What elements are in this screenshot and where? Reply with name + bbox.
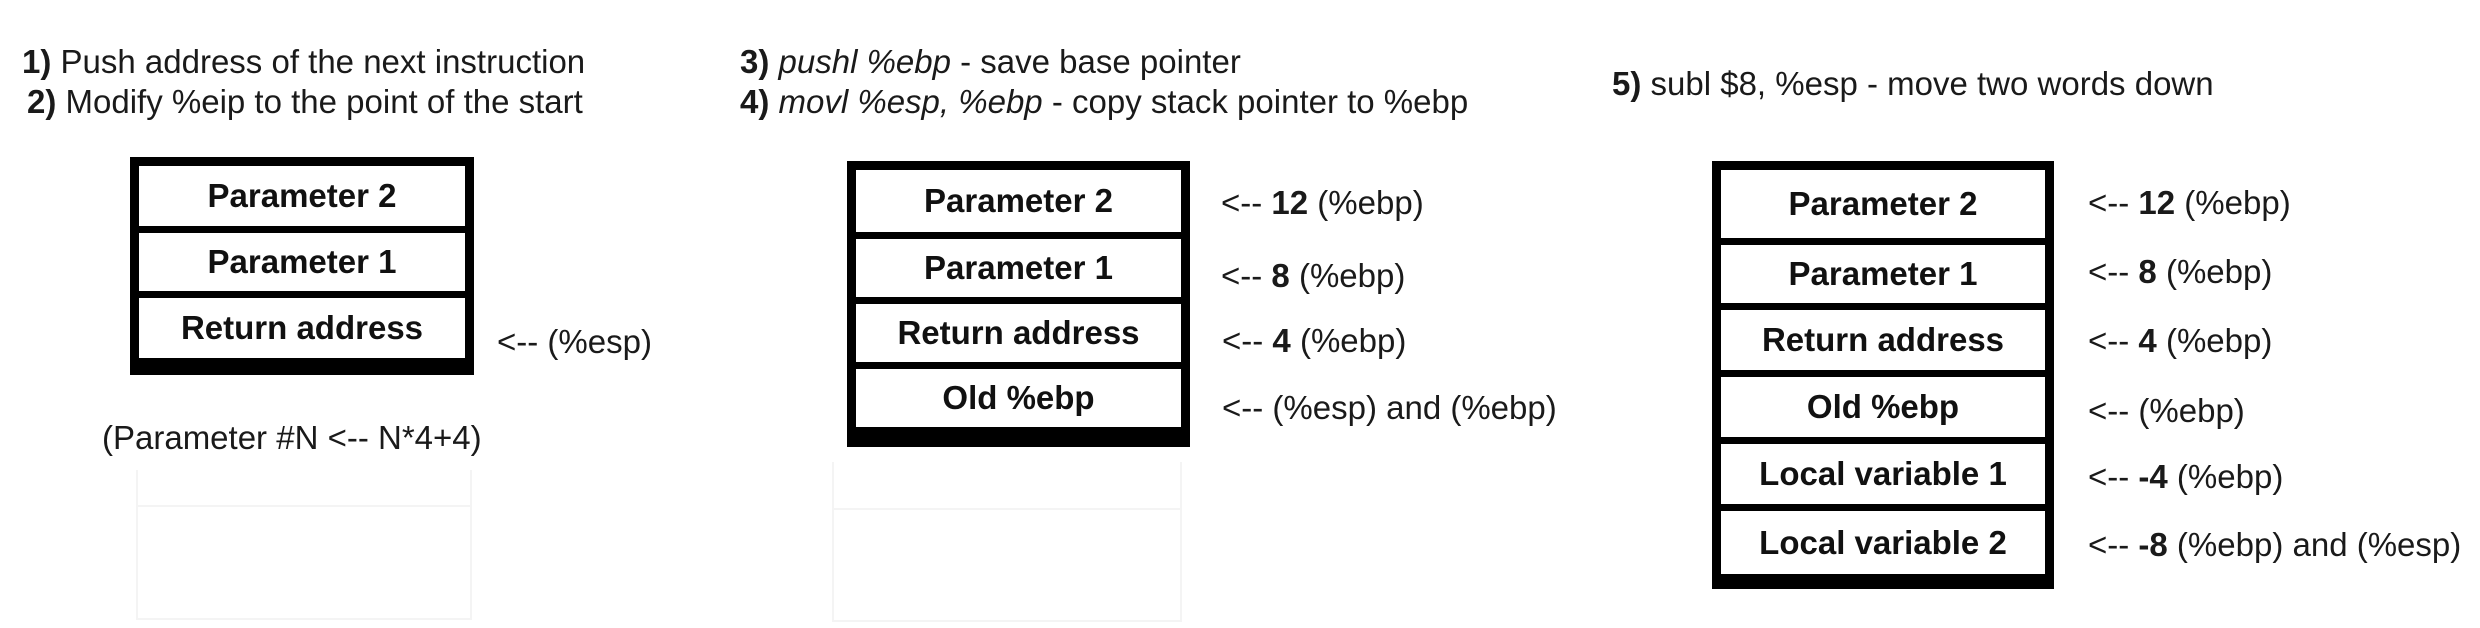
faded-stack-outline-2 <box>832 462 1182 622</box>
step-1: 1) Push address of the next instruction <box>22 42 585 82</box>
stack-cell-old-ebp: Old %ebp <box>856 369 1181 427</box>
pointer-suffix: (%ebp) <box>2167 458 2284 495</box>
pointer-suffix: (%ebp) <box>2156 322 2273 359</box>
step-3-number: 3) <box>740 43 770 80</box>
step-3-text: - save base pointer <box>950 43 1241 80</box>
pointer-row-4: <-- (%ebp) <box>2088 391 2245 431</box>
step-3-command: pushl %ebp <box>778 43 951 80</box>
step-5-number: 5) <box>1612 65 1642 102</box>
pointer-prefix: <-- <box>1221 184 1272 221</box>
step-5-text: subl $8, %esp - move two words down <box>1641 65 2214 102</box>
pointer-row-5: <-- -4 (%ebp) <box>2088 457 2283 497</box>
pointer-offset: -8 <box>2138 526 2168 563</box>
faded-stack-outline-1 <box>136 470 472 620</box>
pointer-offset: 4 <box>2138 322 2157 359</box>
pointer-suffix: (%ebp) <box>1290 322 1407 359</box>
faded-stack-divider-1 <box>136 505 472 507</box>
pointer-prefix: <-- (%ebp) <box>2088 392 2245 429</box>
step-4-command: movl %esp, %ebp <box>778 83 1043 120</box>
pointer-prefix: <-- <box>2088 458 2139 495</box>
pointer-row-3: <-- 4 (%ebp) <box>2088 321 2272 361</box>
pointer-suffix: (%ebp) <box>1289 257 1406 294</box>
stack-cell-old-ebp: Old %ebp <box>1721 377 2045 437</box>
step-5: 5) subl $8, %esp - move two words down <box>1612 64 2214 104</box>
pointer-prefix: <-- <box>1221 257 1272 294</box>
pointer-row-3: <-- 4 (%ebp) <box>1222 321 1406 361</box>
pointer-offset: 12 <box>1271 184 1309 221</box>
step-2: 2) Modify %eip to the point of the start <box>27 82 583 122</box>
pointer-suffix: (%ebp) and (%esp) <box>2167 526 2462 563</box>
pointer-row-1: <-- 12 (%ebp) <box>1221 183 1424 223</box>
pointer-row-4: <-- (%esp) and (%ebp) <box>1222 388 1557 428</box>
step-4-number: 4) <box>740 83 770 120</box>
pointer-suffix: (%ebp) <box>2156 253 2273 290</box>
pointer-offset: 4 <box>1272 322 1291 359</box>
pointer-suffix: (%ebp) <box>1308 184 1424 221</box>
pointer-offset: -4 <box>2138 458 2168 495</box>
stack-cell-return-address: Return address <box>139 298 465 358</box>
pointer-row-2: <-- 8 (%ebp) <box>1221 256 1405 296</box>
pointer-prefix: <-- <box>2088 253 2139 290</box>
pointer-row-2: <-- 8 (%ebp) <box>2088 252 2272 292</box>
pointer-offset: 8 <box>2138 253 2157 290</box>
stack-panel-2: Parameter 2 Parameter 1 Return address O… <box>847 161 1190 447</box>
stack-cell-local-variable-2: Local variable 2 <box>1721 511 2045 574</box>
stack-cell-parameter-1: Parameter 1 <box>139 233 465 291</box>
step-3: 3) pushl %ebp - save base pointer <box>740 42 1241 82</box>
pointer-esp: <-- (%esp) <box>497 323 652 360</box>
pointer-prefix: <-- <box>2088 322 2139 359</box>
pointer-suffix: (%ebp) <box>2175 184 2291 221</box>
step-4-text: - copy stack pointer to %ebp <box>1042 83 1469 120</box>
stack-cell-parameter-2: Parameter 2 <box>856 170 1181 232</box>
pointer-prefix: <-- <box>2088 526 2139 563</box>
stack-cell-parameter-2: Parameter 2 <box>139 166 465 226</box>
step-4: 4) movl %esp, %ebp - copy stack pointer … <box>740 82 1468 122</box>
pointer-offset: 12 <box>2138 184 2176 221</box>
pointer-prefix: <-- (%esp) and (%ebp) <box>1222 389 1557 426</box>
stack-cell-parameter-1: Parameter 1 <box>1721 245 2045 303</box>
parameter-offset-note: (Parameter #N <-- N*4+4) <box>102 419 482 456</box>
pointer-prefix: <-- <box>2088 184 2139 221</box>
pointer-prefix: <-- <box>1222 322 1273 359</box>
faded-stack-divider-2 <box>832 508 1182 510</box>
stack-panel-1: Parameter 2 Parameter 1 Return address <box>130 157 474 375</box>
stack-cell-return-address: Return address <box>856 304 1181 362</box>
stack-panel-3: Parameter 2 Parameter 1 Return address O… <box>1712 161 2054 589</box>
stack-cell-return-address: Return address <box>1721 310 2045 370</box>
stack-cell-local-variable-1: Local variable 1 <box>1721 444 2045 504</box>
step-1-number: 1) <box>22 43 52 80</box>
pointer-row-1: <-- 12 (%ebp) <box>2088 183 2291 223</box>
pointer-row-6: <-- -8 (%ebp) and (%esp) <box>2088 525 2461 565</box>
step-1-text: Push address of the next instruction <box>51 43 586 80</box>
pointer-offset: 8 <box>1271 257 1290 294</box>
step-2-number: 2) <box>27 83 57 120</box>
step-2-text: Modify %eip to the point of the start <box>56 83 583 120</box>
stack-cell-parameter-2: Parameter 2 <box>1721 170 2045 238</box>
stack-cell-parameter-1: Parameter 1 <box>856 239 1181 297</box>
